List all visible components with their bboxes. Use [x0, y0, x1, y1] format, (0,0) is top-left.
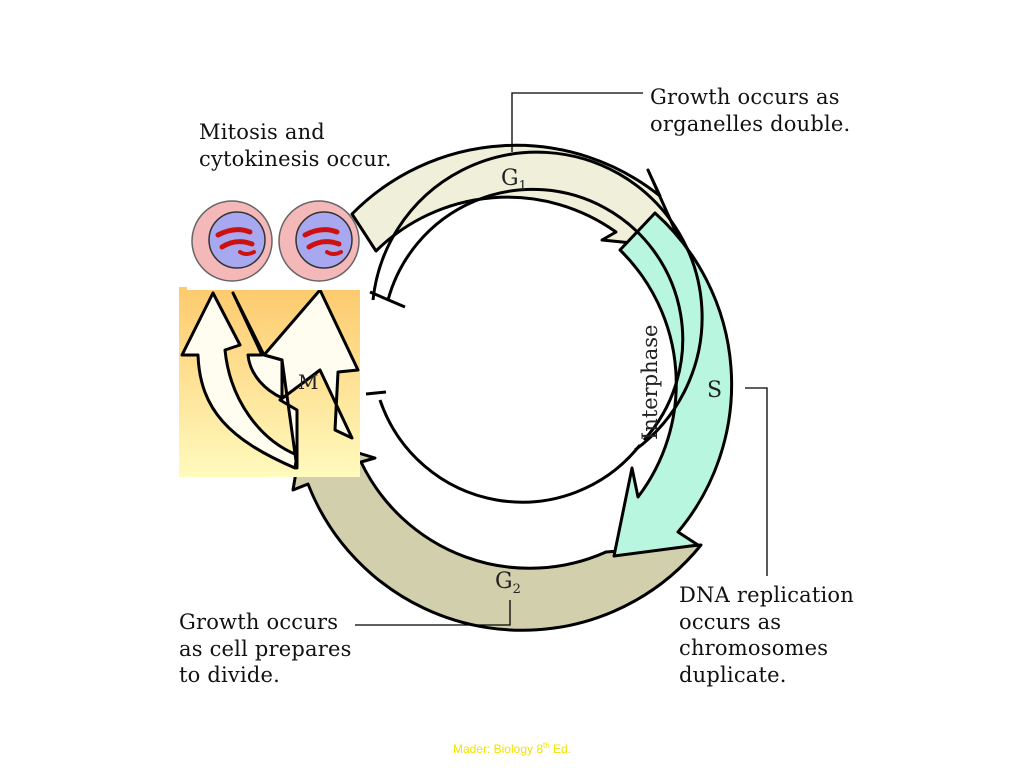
interphase-label: Interphase	[638, 325, 662, 440]
g2-description: Growth occurs as cell prepares to divide…	[179, 610, 352, 687]
interphase-end-tick	[365, 390, 387, 396]
g1-leader-line	[511, 92, 643, 152]
daughter-cell-left	[187, 200, 362, 290]
interphase-inner-line	[386, 187, 685, 442]
interphase-lower-line	[378, 399, 642, 504]
g2-phase-arrow	[291, 434, 703, 632]
s-phase-label: S	[707, 378, 722, 403]
interphase-inner-outer-line	[371, 150, 704, 452]
s-leader-line	[745, 387, 768, 576]
m-phase-left-arrow	[180, 291, 299, 470]
source-citation: Mader: Biology 8th Ed.	[452, 741, 572, 756]
daughter-cell-right	[278, 200, 360, 282]
interphase-start-tick	[369, 290, 406, 309]
s-description: DNA replication occurs as chromosomes du…	[679, 583, 854, 687]
g1-phase-label: G1	[501, 166, 527, 194]
m-phase-label: M	[298, 370, 318, 394]
mitosis-description: Mitosis and cytokinesis occur.	[199, 120, 392, 171]
g1-phase-arrow	[350, 143, 685, 253]
m-phase-inner-arrow	[231, 291, 284, 400]
g1-description: Growth occurs as organelles double.	[650, 85, 851, 136]
g2-phase-label: G2	[495, 569, 521, 597]
g2-leader-line	[355, 600, 511, 626]
